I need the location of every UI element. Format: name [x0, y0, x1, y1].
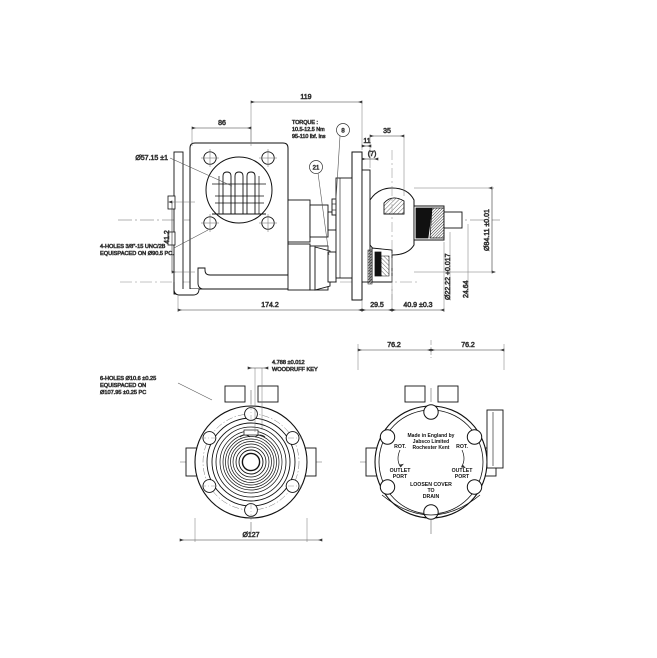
dim-76-2-left: 76.2	[357, 342, 432, 370]
note-4holes: 4-HOLES 3/8"-15 UNC/2B EQUISPACED ON Ø90…	[100, 229, 209, 257]
dim-76-2-right-label: 76.2	[461, 342, 475, 349]
outlet-right-line1: OUTLET	[452, 468, 474, 474]
balloon-8-label: 8	[341, 129, 345, 135]
dim-od-84-11: Ø84.11 ±0.01	[414, 186, 496, 274]
front-end-view	[180, 385, 322, 534]
note-6holes-line2: EQUISPACED ON	[100, 383, 146, 389]
dim-35: 35	[369, 128, 405, 196]
dim-7-ref: (7)	[361, 151, 379, 161]
leader-57-15: Ø57.15 ±1	[135, 155, 233, 187]
dim-7-label: (7)	[368, 151, 377, 158]
drain-line1: LOOSEN COVER	[410, 482, 452, 488]
rear-cover-view	[360, 385, 504, 534]
dim-24-64-label: 24.64	[463, 280, 470, 298]
dim-24-64: 24.64	[463, 224, 470, 298]
outlet-left-line2: PORT	[393, 474, 408, 480]
rot-right-label: ROT.	[456, 444, 468, 450]
dim-174-2-label: 174.2	[261, 302, 279, 309]
outlet-left-line1: OUTLET	[390, 468, 412, 474]
dim-119-label: 119	[300, 94, 311, 101]
dim-40-9-label: 40.9 ±0.3	[403, 302, 432, 309]
dim-41-2-label: 41.2	[164, 230, 171, 244]
dim-11-label: 11	[363, 138, 370, 145]
plate-line1: Made in England by	[408, 433, 455, 439]
top-section-view	[118, 142, 500, 301]
note-torque-line2: 10.5-12.5 Nm	[292, 127, 325, 133]
note-torque: TORQUE : 10.5-12.5 Nm 95-110 lbf. ins	[292, 120, 326, 141]
dim-dia-127-label: Ø127	[242, 532, 259, 539]
plate-line3: Rochester Kent	[413, 445, 450, 451]
drain-line3: DRAIN	[423, 494, 440, 500]
note-4holes-line1: 4-HOLES 3/8"-15 UNC/2B	[100, 244, 166, 250]
rot-left-label: ROT.	[394, 444, 406, 450]
dim-76-2-left-label: 76.2	[387, 342, 401, 349]
drain-line2: TO	[427, 488, 434, 494]
dim-57-15-label: Ø57.15 ±1	[135, 155, 168, 162]
dim-35-label: 35	[383, 128, 391, 135]
rotation-indicators	[397, 449, 466, 469]
shaft-assembly	[367, 187, 463, 285]
note-6holes-line1: 6-HOLES Ø10.6 ±0.25	[100, 376, 156, 382]
dim-11: 11	[361, 138, 372, 148]
note-torque-line1: TORQUE :	[292, 120, 318, 126]
outlet-right-line2: PORT	[455, 474, 470, 480]
dim-29-5: 29.5	[361, 286, 393, 312]
bolt-hole-ring	[200, 404, 302, 520]
dim-od-84-11-label: Ø84.11 ±0.01	[484, 209, 491, 251]
front-view-dimensions: Ø127 4.788 ±0.012 WOODRUFF KEY 6-HOLES Ø…	[100, 360, 323, 542]
note-6holes-line3: Ø107.95 ±0.25 PC	[100, 390, 146, 396]
dim-86: 86	[191, 120, 252, 146]
drive-flange	[335, 151, 371, 301]
dim-shaft-22-22-label: Ø22.22 +0.017	[445, 253, 452, 300]
balloon-21-label: 21	[313, 166, 320, 172]
plate-line2: Jabsco Limited	[413, 439, 449, 445]
dim-76-2-right: 76.2	[430, 342, 505, 370]
dim-41-2: 41.2	[164, 200, 195, 274]
balloon-8: 8	[335, 123, 350, 201]
note-woodruff-key: 4.788 ±0.012 WOODRUFF KEY	[247, 360, 318, 432]
note-key-line1: 4.788 ±0.012	[272, 360, 305, 366]
dim-dia-127: Ø127	[179, 518, 323, 542]
note-6holes: 6-HOLES Ø10.6 ±0.25 EQUISPACED ON Ø107.9…	[100, 376, 213, 401]
note-key-line2: WOODRUFF KEY	[272, 367, 318, 373]
dim-40-9: 40.9 ±0.3	[391, 242, 445, 312]
dim-shaft-22-22: Ø22.22 +0.017	[445, 232, 452, 300]
note-4holes-line2: EQUISPACED ON Ø90.5 PC.	[100, 251, 174, 257]
top-view-dimensions: 119 86 35 11 (7)	[100, 94, 496, 312]
dim-29-5-label: 29.5	[370, 302, 384, 309]
impeller-housing	[205, 156, 273, 224]
rear-cover-text: Made in England by Jabsco Limited Roches…	[390, 433, 474, 500]
note-torque-line3: 95-110 lbf. ins	[292, 134, 326, 140]
balloon-21: 21	[309, 160, 330, 256]
dim-86-label: 86	[218, 120, 226, 127]
rear-view-dimensions: 76.2 76.2	[357, 340, 505, 370]
